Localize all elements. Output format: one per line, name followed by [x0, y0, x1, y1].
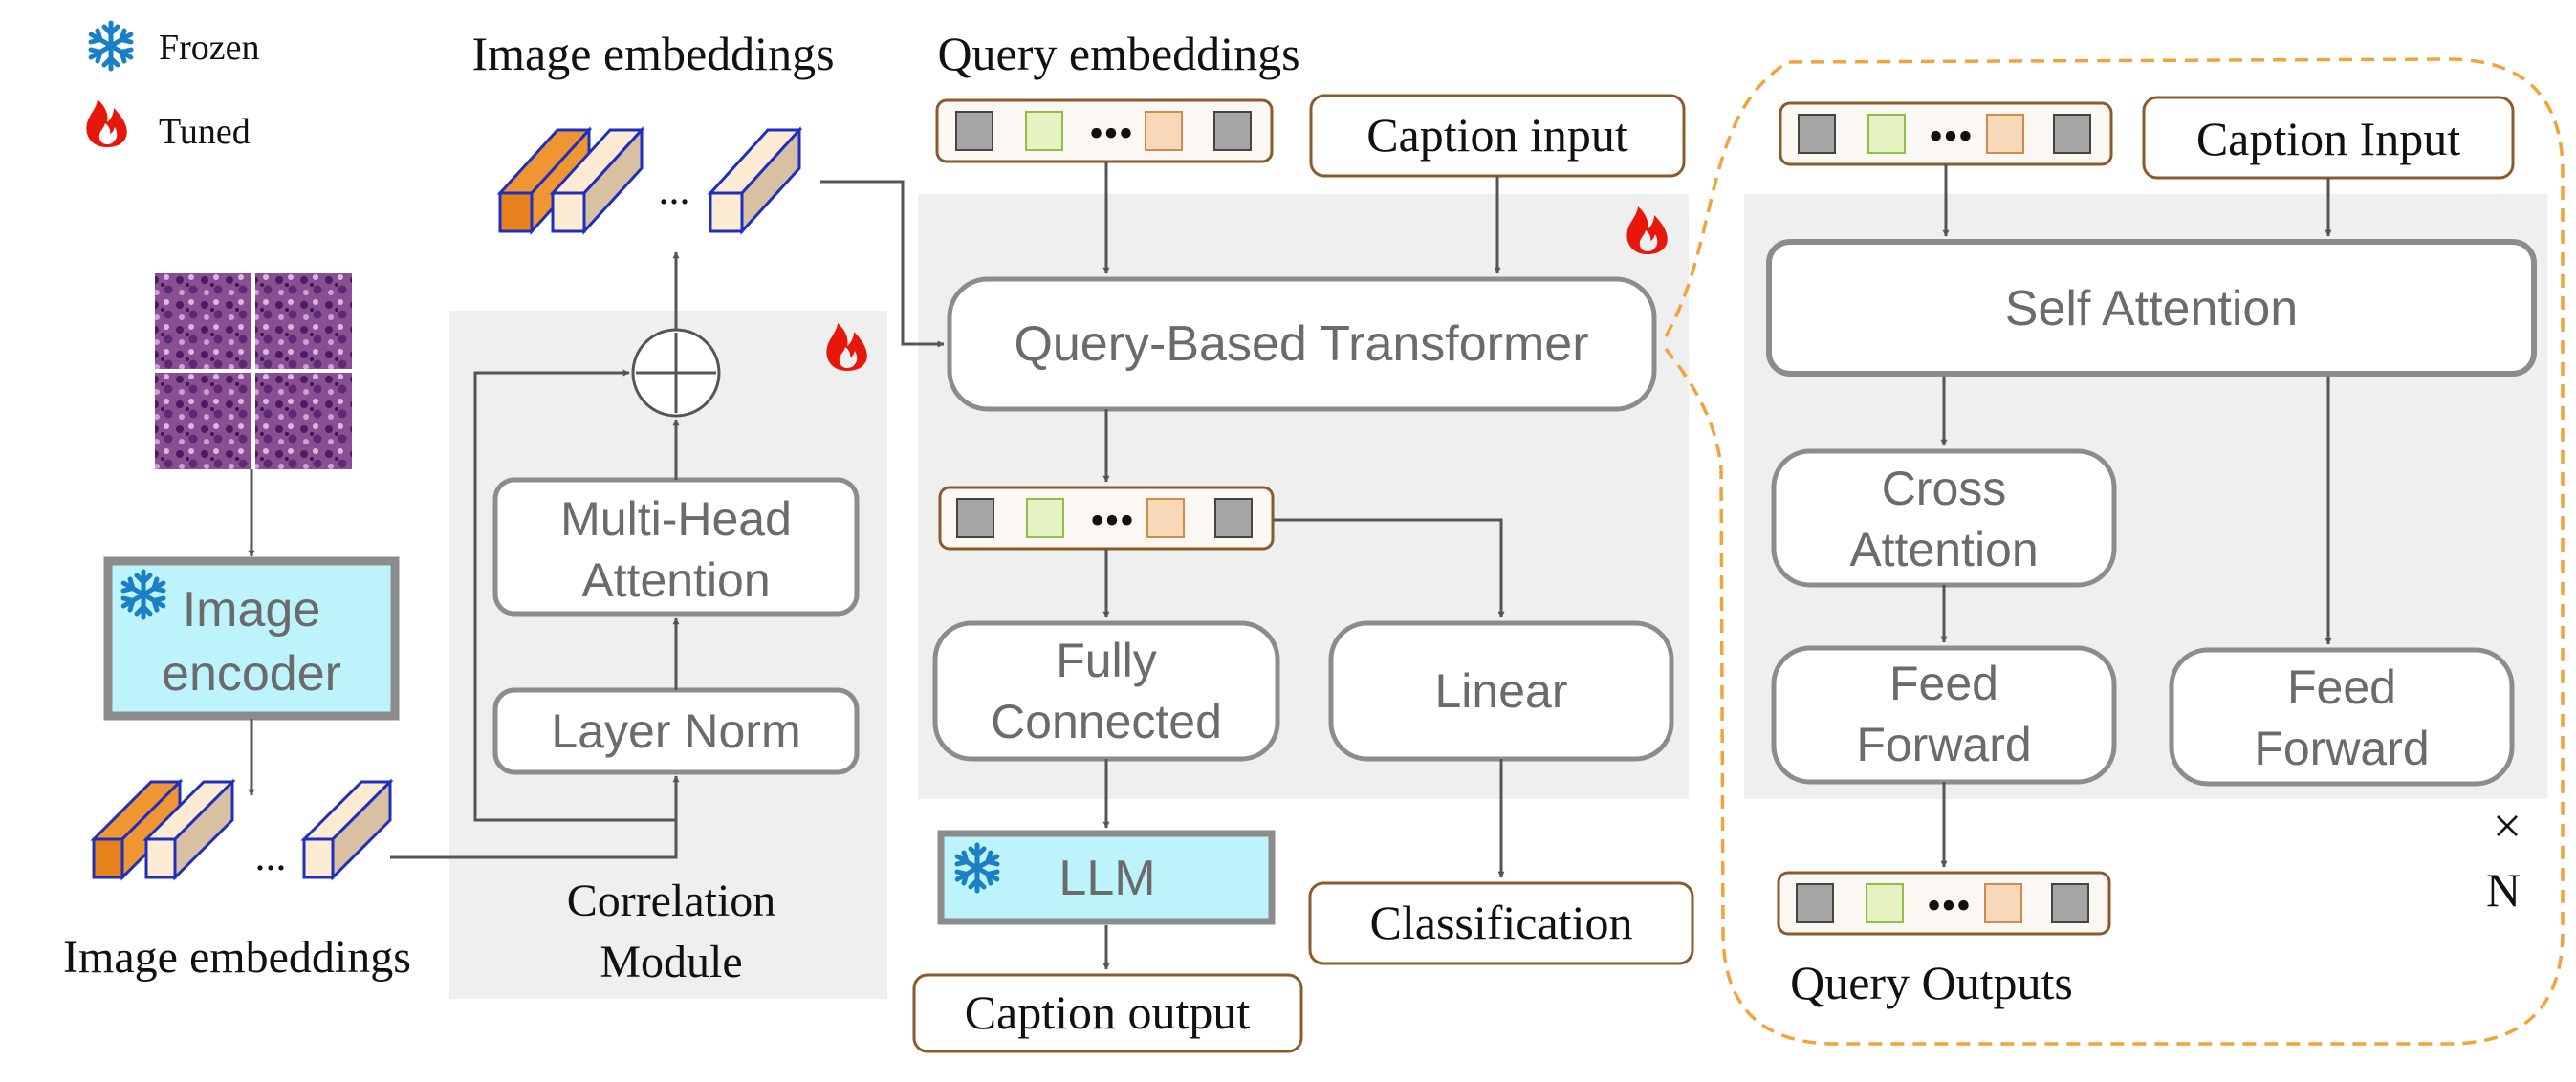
token-ellipsis: •••	[1089, 110, 1133, 157]
image-embeddings-bottom-label: Image embeddings	[63, 932, 411, 983]
detail-expansion-outline	[1664, 57, 2565, 1046]
caption-input-label: Caption input	[1366, 108, 1628, 162]
classification-box	[1308, 881, 1694, 965]
fully-connected-label-line1: Fully	[1056, 634, 1157, 687]
embedding-cube	[549, 126, 645, 235]
image-embeddings-top: ...	[496, 126, 803, 235]
query-token	[1796, 883, 1834, 923]
query-token	[1025, 111, 1063, 151]
query-token-row-detail-bottom: •••	[1777, 871, 2111, 936]
image-encoder-block: Image encoder	[103, 556, 400, 721]
caption-output-label: Caption output	[965, 985, 1251, 1039]
query-token	[955, 111, 993, 151]
query-token	[956, 498, 994, 538]
flame-icon	[86, 99, 127, 147]
llm-label: LLM	[1059, 851, 1155, 906]
image-encoder-label-line1: Image	[183, 582, 321, 638]
embedding-cube	[300, 778, 394, 881]
token-ellipsis: •••	[1927, 882, 1971, 929]
embedding-cube	[707, 126, 803, 235]
query-token	[1145, 111, 1183, 151]
arrow-tokens-to-linear	[1273, 518, 1505, 618]
embedding-cube	[142, 778, 236, 881]
query-token-row-detail-top: •••	[1779, 101, 2113, 166]
image-embeddings-top-label: Image embeddings	[471, 27, 834, 80]
query-token-row-top: •••	[935, 98, 1274, 163]
feed-forward-right-label-line2: Forward	[2254, 722, 2429, 775]
query-token	[1866, 883, 1904, 923]
token-ellipsis: •••	[1090, 497, 1134, 544]
query-token	[1798, 114, 1836, 154]
correlation-module-background	[449, 311, 887, 999]
query-token	[1146, 498, 1185, 538]
query-outputs-label: Query Outputs	[1790, 956, 2073, 1009]
query-token	[2051, 883, 2089, 923]
self-attention-label: Self Attention	[2005, 281, 2298, 336]
feed-forward-left-label-line1: Feed	[1889, 657, 1998, 710]
feed-forward-right-label-line1: Feed	[2287, 660, 2396, 714]
cross-attention-label-line1: Cross	[1882, 462, 2007, 515]
detail-caption-input-label: Caption Input	[2196, 112, 2460, 165]
repeat-n-label: N	[2486, 863, 2521, 917]
repeat-times-symbol: ×	[2493, 797, 2521, 855]
feed-forward-right-block	[2169, 647, 2515, 787]
query-based-transformer-label: Query-Based Transformer	[1014, 316, 1588, 372]
query-based-transformer-block	[947, 276, 1657, 412]
query-token	[2053, 114, 2091, 154]
token-ellipsis: •••	[1929, 113, 1973, 160]
histology-image	[155, 273, 352, 469]
classification-label: Classification	[1370, 896, 1633, 949]
caption-output-box	[912, 973, 1303, 1053]
query-token	[1213, 111, 1252, 151]
embeddings-ellipsis: ...	[255, 833, 287, 879]
fully-connected-label-line2: Connected	[991, 695, 1222, 748]
embedding-cube	[496, 126, 593, 235]
arrow-embeddings-to-transformer	[820, 180, 945, 348]
embeddings-ellipsis: ...	[659, 166, 690, 213]
arrow-embeddings-to-layer-norm	[390, 775, 680, 859]
connector-arrows	[248, 162, 2332, 970]
query-token-row-middle: •••	[938, 486, 1275, 551]
image-encoder-label-line2: encoder	[162, 646, 341, 702]
layer-norm-label: Layer Norm	[551, 704, 800, 758]
query-embeddings-label: Query embeddings	[937, 27, 1299, 80]
llm-block: LLM	[937, 830, 1276, 925]
add-operator	[631, 328, 721, 418]
legend: Frozen Tuned	[86, 23, 260, 152]
feed-forward-left-label-line2: Forward	[1856, 718, 2031, 771]
legend-frozen-label: Frozen	[159, 28, 260, 68]
query-token	[1026, 498, 1064, 538]
query-token	[1214, 498, 1253, 538]
linear-label: Linear	[1435, 664, 1568, 718]
image-embeddings-bottom: ...	[90, 778, 394, 881]
arrow-residual-to-add	[473, 369, 676, 822]
query-token	[1986, 114, 2024, 154]
query-token	[1984, 883, 2022, 923]
query-token	[1867, 114, 1906, 154]
multi-head-attention-label-line2: Attention	[581, 553, 770, 607]
correlation-module-label-line1: Correlation	[567, 876, 776, 926]
self-attention-block	[1766, 239, 2537, 377]
multi-head-attention-label-line1: Multi-Head	[560, 492, 792, 546]
cross-attention-label-line2: Attention	[1849, 523, 2038, 576]
snowflake-icon	[91, 23, 131, 69]
legend-tuned-label: Tuned	[159, 112, 251, 152]
correlation-module-label-line2: Module	[600, 937, 742, 987]
